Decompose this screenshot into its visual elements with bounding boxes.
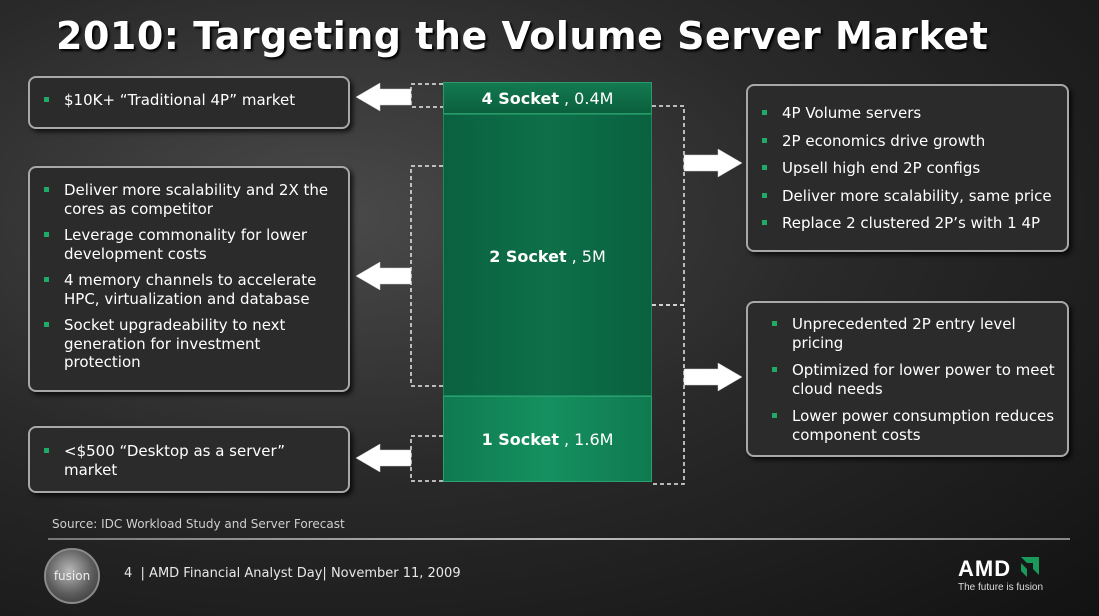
fusion-logo: fusion (44, 548, 100, 604)
segment-2-socket: 2 Socket, 5M (443, 114, 652, 396)
bullet-item: Leverage commonality for lower developme… (44, 226, 336, 263)
fusion-logo-text: fusion (53, 569, 91, 583)
segment-label: 1 Socket (481, 429, 559, 449)
segment-label: 4 Socket (481, 88, 559, 108)
bullet-item: Socket upgradeability to next generation… (44, 316, 336, 372)
source-note: Source: IDC Workload Study and Server Fo… (52, 517, 345, 531)
left-middle-list: Deliver more scalability and 2X the core… (44, 181, 336, 372)
bullet-item: Deliver more scalability, same price (762, 187, 1057, 206)
left-box-desktop-server: <$500 “Desktop as a server” market (28, 426, 350, 493)
right-bottom-list: Unprecedented 2P entry level pricing Opt… (772, 315, 1057, 444)
segment-value: , 5M (571, 247, 606, 266)
right-box-4p-volume: 4P Volume servers 2P economics drive gro… (746, 84, 1069, 252)
left-box-2p-benefits: Deliver more scalability and 2X the core… (28, 166, 350, 392)
bullet-item: Lower power consumption reduces componen… (772, 407, 1057, 444)
segment-1-socket: 1 Socket, 1.6M (443, 396, 652, 482)
amd-arrow-icon (1021, 557, 1039, 577)
left-box-4p-market: $10K+ “Traditional 4P” market (28, 76, 350, 129)
segment-label: 2 Socket (489, 247, 567, 266)
bullet-item: Deliver more scalability and 2X the core… (44, 181, 336, 218)
bullet-item: Upsell high end 2P configs (762, 159, 1057, 178)
bullet-item: <$500 “Desktop as a server” market (44, 442, 336, 479)
amd-logo: AMD (958, 556, 1012, 581)
bullet-item: 4P Volume servers (762, 104, 1057, 123)
bullet-item: 2P economics drive growth (762, 132, 1057, 151)
segment-value: , 1.6M (564, 429, 614, 449)
bullet-item: 4 memory channels to accelerate HPC, vir… (44, 271, 336, 308)
bullet-item: Replace 2 clustered 2P’s with 1 4P (762, 214, 1057, 233)
amd-tagline: The future is fusion (958, 582, 1044, 593)
right-box-2p-entry: Unprecedented 2P entry level pricing Opt… (746, 301, 1069, 457)
bullet-item: Optimized for lower power to meet cloud … (772, 361, 1057, 398)
left-bottom-list: <$500 “Desktop as a server” market (44, 442, 336, 479)
footer-divider (48, 538, 1070, 540)
slide-title: 2010: Targeting the Volume Server Market (56, 14, 989, 58)
bullet-item: Unprecedented 2P entry level pricing (772, 315, 1057, 352)
bullet-item: $10K+ “Traditional 4P” market (44, 91, 336, 110)
segment-4-socket: 4 Socket, 0.4M (443, 82, 652, 114)
right-top-list: 4P Volume servers 2P economics drive gro… (762, 104, 1057, 233)
footer-text: 4 | AMD Financial Analyst Day| November … (124, 566, 461, 581)
segment-value: , 0.4M (564, 88, 614, 108)
left-top-list: $10K+ “Traditional 4P” market (44, 91, 336, 110)
